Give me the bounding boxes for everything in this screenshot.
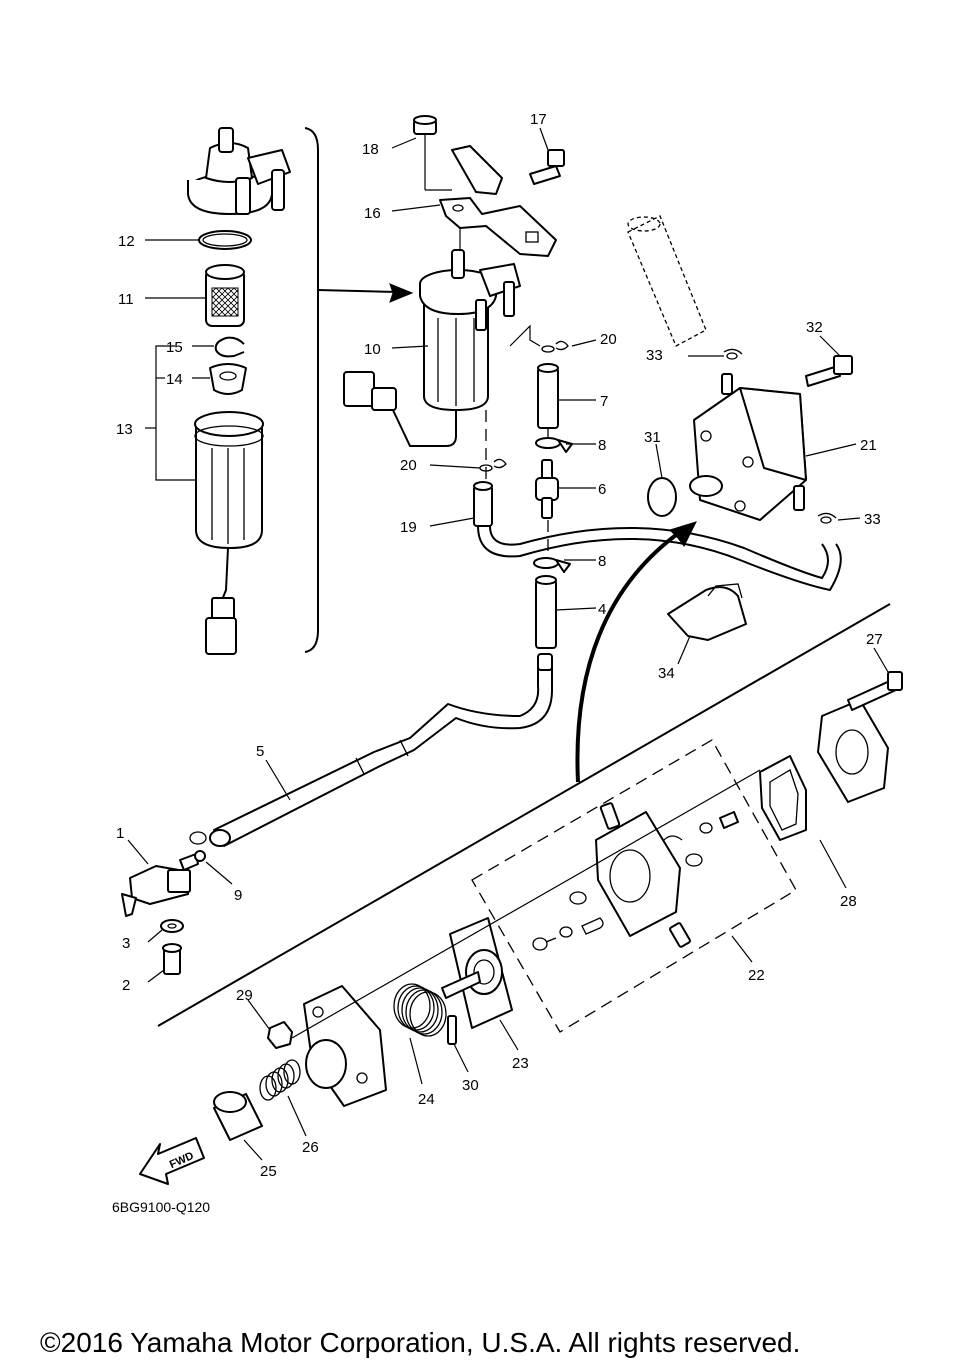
fuel-filter-assembly-part bbox=[343, 249, 521, 447]
pin-30-part bbox=[447, 1015, 457, 1045]
callout-leaders-lower bbox=[243, 647, 889, 1161]
clip-part bbox=[214, 336, 245, 358]
callout-9: 9 bbox=[234, 887, 242, 904]
callout-4: 4 bbox=[598, 601, 606, 618]
fuel-connector-1-part bbox=[121, 850, 206, 917]
section-divider bbox=[157, 603, 891, 1027]
callout-2: 2 bbox=[122, 977, 130, 994]
callout-8b: 8 bbox=[598, 553, 606, 570]
callout-1: 1 bbox=[116, 825, 124, 842]
callout-19: 19 bbox=[400, 519, 417, 536]
callout-29: 29 bbox=[236, 987, 253, 1004]
callout-leaders-bracket bbox=[391, 127, 549, 252]
bolt-27-part bbox=[847, 671, 903, 711]
callout-28: 28 bbox=[840, 893, 857, 910]
callout-21: 21 bbox=[860, 437, 877, 454]
bolt-part-17 bbox=[529, 149, 565, 185]
callout-31: 31 bbox=[644, 429, 661, 446]
callout-5: 5 bbox=[256, 743, 264, 760]
oring-31-part bbox=[647, 477, 677, 517]
pump-housing-part bbox=[303, 985, 387, 1107]
callout-10: 10 bbox=[364, 341, 381, 358]
callout-27: 27 bbox=[866, 631, 883, 648]
bracket-part bbox=[439, 145, 557, 257]
o-ring-part bbox=[198, 230, 252, 250]
fuel-hose-5-part bbox=[209, 653, 553, 847]
callout-leaders-pump bbox=[655, 335, 861, 665]
strainer-part bbox=[205, 264, 245, 327]
callout-13: 13 bbox=[116, 421, 133, 438]
callout-leaders-connector bbox=[127, 759, 291, 983]
fwd-arrow-icon: FWD bbox=[139, 1137, 205, 1185]
clamp-8-lower-part bbox=[533, 557, 571, 573]
callout-33b: 33 bbox=[864, 511, 881, 528]
screw-2-part bbox=[162, 943, 182, 975]
hose-4-part bbox=[535, 575, 557, 649]
callout-leaders-left bbox=[145, 239, 214, 481]
filter-cap-part bbox=[187, 127, 291, 215]
callout-22: 22 bbox=[748, 967, 765, 984]
callout-16: 16 bbox=[364, 205, 381, 222]
callout-17: 17 bbox=[530, 111, 547, 128]
hose-7-part bbox=[537, 363, 559, 429]
callout-30: 30 bbox=[462, 1077, 479, 1094]
callout-25: 25 bbox=[260, 1163, 277, 1180]
callout-15: 15 bbox=[166, 339, 183, 356]
nut-part bbox=[209, 363, 247, 395]
washer-3-part bbox=[160, 919, 184, 933]
spring-26-part bbox=[259, 1059, 301, 1101]
callout-8a: 8 bbox=[598, 437, 606, 454]
pump-body-part bbox=[569, 802, 703, 948]
holder-34-part bbox=[667, 583, 747, 641]
pump-axis-dash bbox=[291, 769, 761, 1039]
spring-24-part bbox=[393, 983, 447, 1037]
callout-24: 24 bbox=[418, 1091, 435, 1108]
filter-bowl-part bbox=[194, 411, 264, 655]
callout-26: 26 bbox=[302, 1139, 319, 1156]
joint-6-part bbox=[535, 459, 559, 519]
callout-33a: 33 bbox=[646, 347, 663, 364]
curved-arrow bbox=[575, 521, 697, 783]
plunger-25-part bbox=[213, 1091, 263, 1141]
callout-20b: 20 bbox=[400, 457, 417, 474]
callout-32: 32 bbox=[806, 319, 823, 336]
diaphragm-23-part bbox=[441, 917, 513, 1029]
callout-34: 34 bbox=[658, 665, 675, 682]
callout-20a: 20 bbox=[600, 331, 617, 348]
callout-leaders-hoses bbox=[429, 339, 597, 611]
pump-kit-small-parts bbox=[532, 811, 739, 951]
callout-numbers: 1 2 3 4 5 6 7 8 8 9 10 11 12 13 14 15 16… bbox=[116, 111, 883, 1180]
collar-part bbox=[413, 115, 437, 135]
callout-12: 12 bbox=[118, 233, 135, 250]
callout-23: 23 bbox=[512, 1055, 529, 1072]
callout-18: 18 bbox=[362, 141, 379, 158]
clip-33-parts bbox=[723, 348, 837, 524]
callout-11: 11 bbox=[118, 291, 134, 308]
cover-plate-part bbox=[817, 699, 889, 803]
hose-19-part bbox=[473, 481, 842, 592]
copyright-text: ©2016 Yamaha Motor Corporation, U.S.A. A… bbox=[40, 1327, 800, 1358]
primer-cylinder-part bbox=[627, 215, 707, 347]
nut-29-part bbox=[267, 1021, 293, 1049]
clamp-8-upper-part bbox=[535, 437, 573, 453]
diagram-code: 6BG9100-Q120 bbox=[112, 1199, 210, 1215]
fuel-pump-21-part bbox=[689, 373, 807, 521]
pump-kit-22-outline bbox=[471, 739, 797, 1033]
oring-9-part bbox=[189, 831, 207, 845]
bolt-32-part bbox=[805, 355, 853, 387]
callout-14: 14 bbox=[166, 371, 183, 388]
callout-7: 7 bbox=[600, 393, 608, 410]
inset-bracket bbox=[304, 127, 414, 653]
callout-6: 6 bbox=[598, 481, 606, 498]
callout-leaders-filter bbox=[391, 324, 541, 349]
dash-axis-lines bbox=[485, 410, 549, 556]
gasket-28-part bbox=[759, 755, 807, 841]
callout-3: 3 bbox=[122, 935, 130, 952]
